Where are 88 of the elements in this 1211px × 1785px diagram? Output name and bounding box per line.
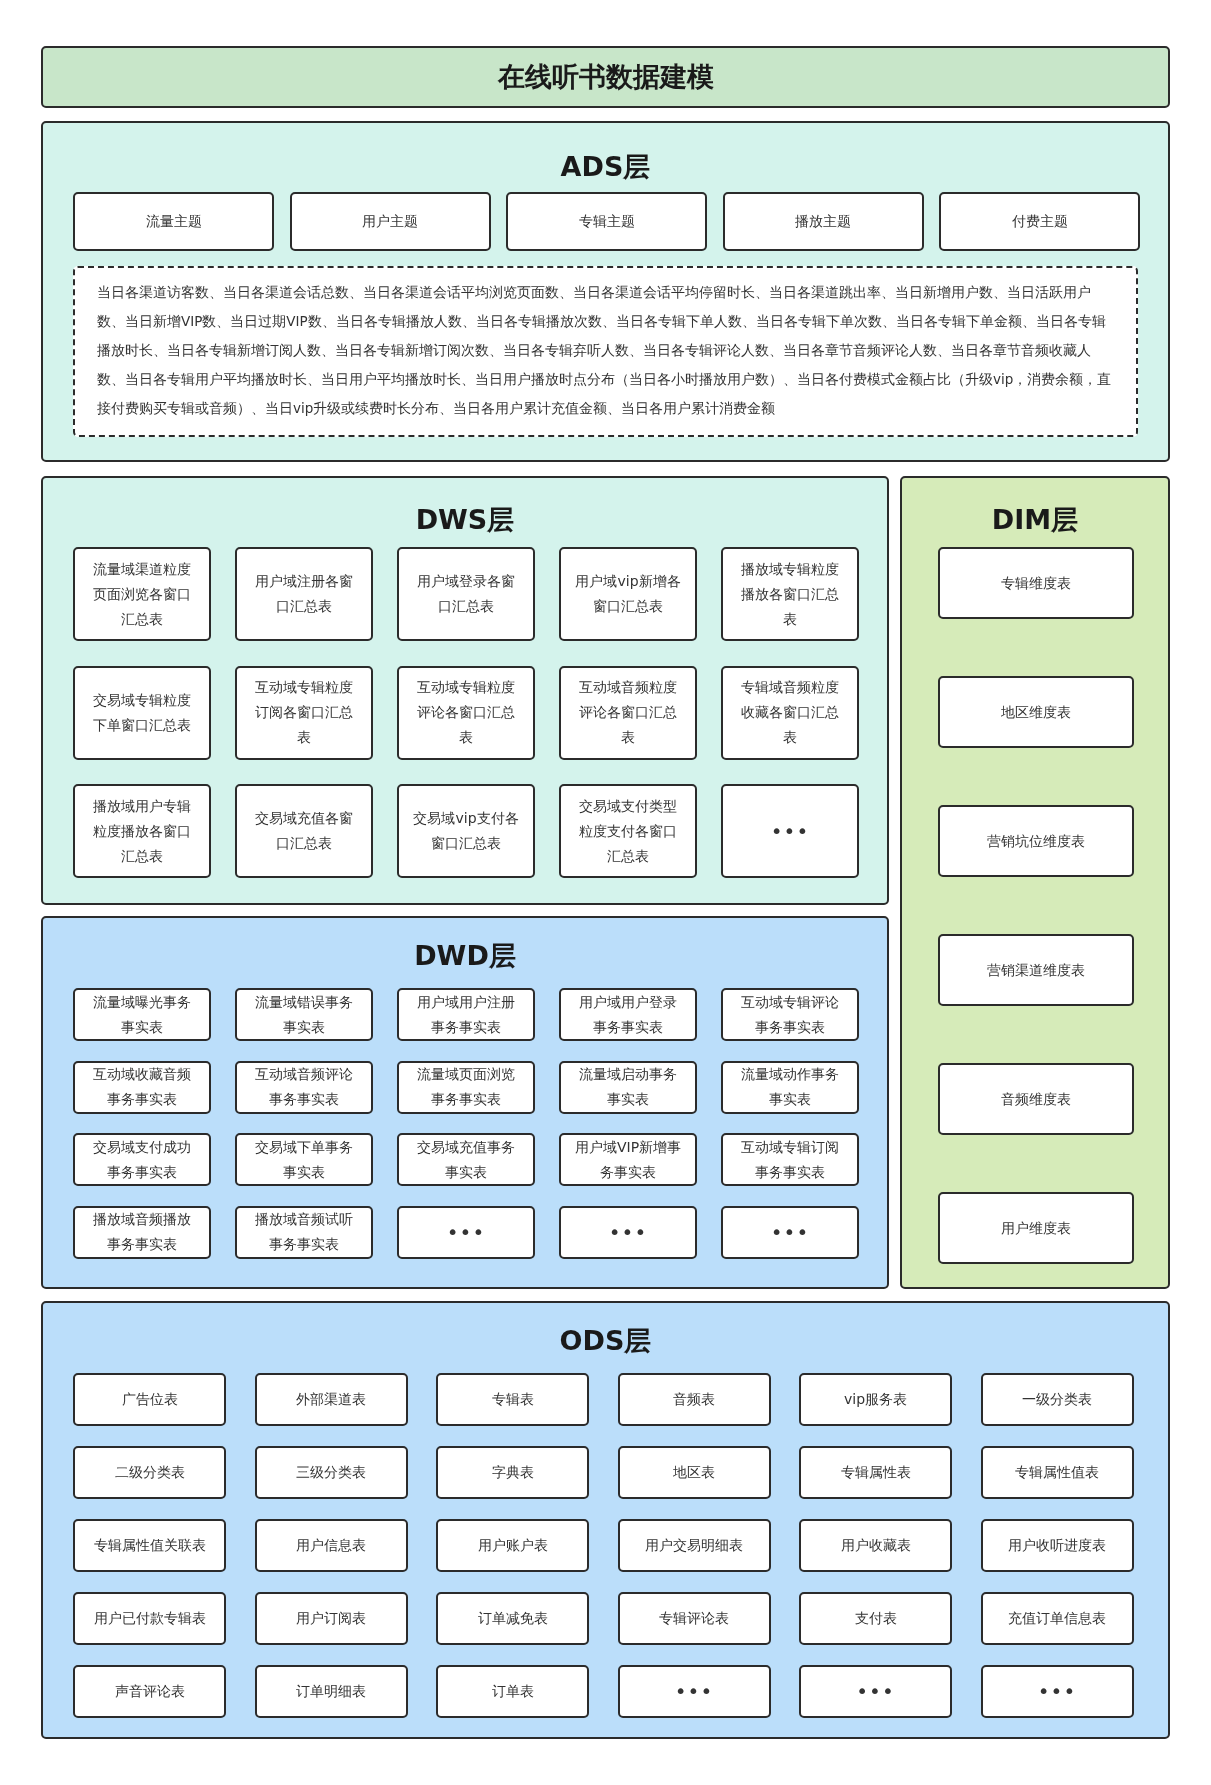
- table-box: 流量域启动事务事实表: [559, 1060, 697, 1114]
- table-box: 订单减免表: [436, 1592, 589, 1645]
- table-box: 互动域专辑评论事务事实表: [721, 988, 859, 1041]
- layer-panel: [41, 1301, 1170, 1739]
- layer-heading: DWS层: [414, 503, 516, 537]
- table-box: 外部渠道表: [254, 1373, 408, 1426]
- table-box: 播放域用户专辑粒度播放各窗口汇总表: [73, 784, 211, 878]
- table-box: 地区表: [617, 1446, 771, 1499]
- table-box: 交易域专辑粒度下单窗口汇总表: [73, 665, 211, 760]
- table-box: 交易域vip支付各窗口汇总表: [397, 784, 535, 878]
- table-box: 专辑主题: [506, 192, 707, 251]
- title-banner: 在线听书数据建模: [41, 46, 1170, 108]
- table-box: 广告位表: [73, 1373, 226, 1426]
- table-box: 用户域注册各窗口汇总表: [235, 547, 373, 641]
- table-box: 用户账户表: [436, 1519, 589, 1572]
- table-box: 用户维度表: [938, 1192, 1134, 1264]
- table-box: 互动域专辑粒度评论各窗口汇总表: [397, 665, 535, 760]
- table-box: 交易域下单事务事实表: [235, 1133, 373, 1186]
- table-box: 互动域收藏音频事务事实表: [73, 1060, 211, 1114]
- table-box: 流量域曝光事务事实表: [73, 988, 211, 1041]
- table-box: 用户主题: [289, 192, 491, 251]
- table-box: 字典表: [436, 1446, 589, 1499]
- table-box: •••: [721, 784, 859, 878]
- table-box: 互动域音频评论事务事实表: [235, 1060, 373, 1114]
- table-box: 互动域专辑粒度订阅各窗口汇总表: [235, 665, 373, 760]
- table-box: 支付表: [799, 1592, 952, 1645]
- table-box: 音频维度表: [938, 1063, 1134, 1135]
- layer-heading: DWD层: [413, 939, 517, 973]
- table-box: 流量域渠道粒度页面浏览各窗口汇总表: [73, 547, 211, 641]
- table-box: 专辑维度表: [938, 547, 1134, 619]
- table-box: 用户域登录各窗口汇总表: [397, 547, 535, 641]
- table-box: 充值订单信息表: [980, 1592, 1134, 1645]
- table-box: 用户域VIP新增事务事实表: [559, 1133, 697, 1186]
- table-box: •••: [799, 1665, 952, 1718]
- table-box: 播放域音频试听事务事实表: [235, 1205, 373, 1259]
- table-box: 地区维度表: [938, 676, 1134, 748]
- table-box: 用户收藏表: [799, 1519, 952, 1572]
- table-box: 流量域动作事务事实表: [721, 1060, 859, 1114]
- table-box: 播放主题: [722, 192, 924, 251]
- table-box: •••: [721, 1205, 859, 1259]
- layer-panel: [41, 476, 889, 905]
- metrics-box: 当日各渠道访客数、当日各渠道会话总数、当日各渠道会话平均浏览页面数、当日各渠道会话平均停留时长、当日各渠道跳出率、当日新增用户数、当日活跃用户数、当日新增VIP数、当日过期VIP数、当日各专辑播放人数、当日各专辑播放次数、当日各专辑下单人数、当日各专辑下单次数、当日各专辑下单金额、当日各专辑播放时长、当日各专辑新增订阅人数、当日各专辑新增订阅次数、当日各专辑弃听人数、当日各专辑评论人数、当日各章节音频评论人数、当日各章节音频收藏人数、当日各专辑用户平均播放时长、当日用户平均播放时长、当日用户播放时点分布（当日各小时播放用户数）、当日各付费模式金额占比（升级vip，消费余额，直接付费购买专辑或音频）、当日vip升级或续费时长分布、当日各用户累计充值金额、当日各用户累计消费金额: [73, 266, 1138, 437]
- table-box: 音频表: [617, 1373, 771, 1426]
- table-box: 用户信息表: [254, 1519, 408, 1572]
- table-box: 声音评论表: [73, 1665, 226, 1718]
- table-box: 播放域音频播放事务事实表: [73, 1205, 211, 1259]
- table-box: 用户域用户注册事务事实表: [397, 988, 535, 1041]
- table-box: 专辑评论表: [617, 1592, 771, 1645]
- table-box: 用户收听进度表: [980, 1519, 1134, 1572]
- table-box: 流量主题: [73, 192, 274, 251]
- table-box: 专辑属性表: [799, 1446, 952, 1499]
- table-box: 专辑表: [436, 1373, 589, 1426]
- table-box: 互动域音频粒度评论各窗口汇总表: [559, 665, 697, 760]
- layer-heading: ADS层: [559, 150, 652, 184]
- table-box: 营销渠道维度表: [938, 934, 1134, 1006]
- table-box: 流量域页面浏览事务事实表: [397, 1060, 535, 1114]
- table-box: 交易域支付成功事务事实表: [73, 1133, 211, 1186]
- layer-panel: [900, 476, 1170, 1289]
- table-box: 交易域充值事务事实表: [397, 1133, 535, 1186]
- table-box: 播放域专辑粒度播放各窗口汇总表: [721, 547, 859, 641]
- table-box: 三级分类表: [254, 1446, 408, 1499]
- table-box: 订单表: [436, 1665, 589, 1718]
- table-box: •••: [397, 1205, 535, 1259]
- table-box: 专辑域音频粒度收藏各窗口汇总表: [721, 665, 859, 760]
- table-box: •••: [559, 1205, 697, 1259]
- table-box: 二级分类表: [73, 1446, 226, 1499]
- table-box: 用户域用户登录事务事实表: [559, 988, 697, 1041]
- layer-panel: [41, 916, 889, 1289]
- table-box: 付费主题: [939, 192, 1140, 251]
- table-box: 专辑属性值关联表: [73, 1519, 226, 1572]
- table-box: 交易域充值各窗口汇总表: [235, 784, 373, 878]
- table-box: 交易域支付类型粒度支付各窗口汇总表: [559, 784, 697, 878]
- table-box: 流量域错误事务事实表: [235, 988, 373, 1041]
- table-box: •••: [617, 1665, 771, 1718]
- table-box: 营销坑位维度表: [938, 805, 1134, 877]
- table-box: 用户交易明细表: [617, 1519, 771, 1572]
- layer-heading: DIM层: [990, 503, 1080, 537]
- table-box: 订单明细表: [254, 1665, 408, 1718]
- layer-panel: [41, 121, 1170, 462]
- table-box: 一级分类表: [980, 1373, 1134, 1426]
- table-box: •••: [980, 1665, 1134, 1718]
- table-box: vip服务表: [799, 1373, 952, 1426]
- layer-heading: ODS层: [558, 1324, 653, 1358]
- table-box: 用户域vip新增各窗口汇总表: [559, 547, 697, 641]
- table-box: 互动域专辑订阅事务事实表: [721, 1133, 859, 1186]
- table-box: 专辑属性值表: [980, 1446, 1134, 1499]
- table-box: 用户已付款专辑表: [73, 1592, 226, 1645]
- table-box: 用户订阅表: [254, 1592, 408, 1645]
